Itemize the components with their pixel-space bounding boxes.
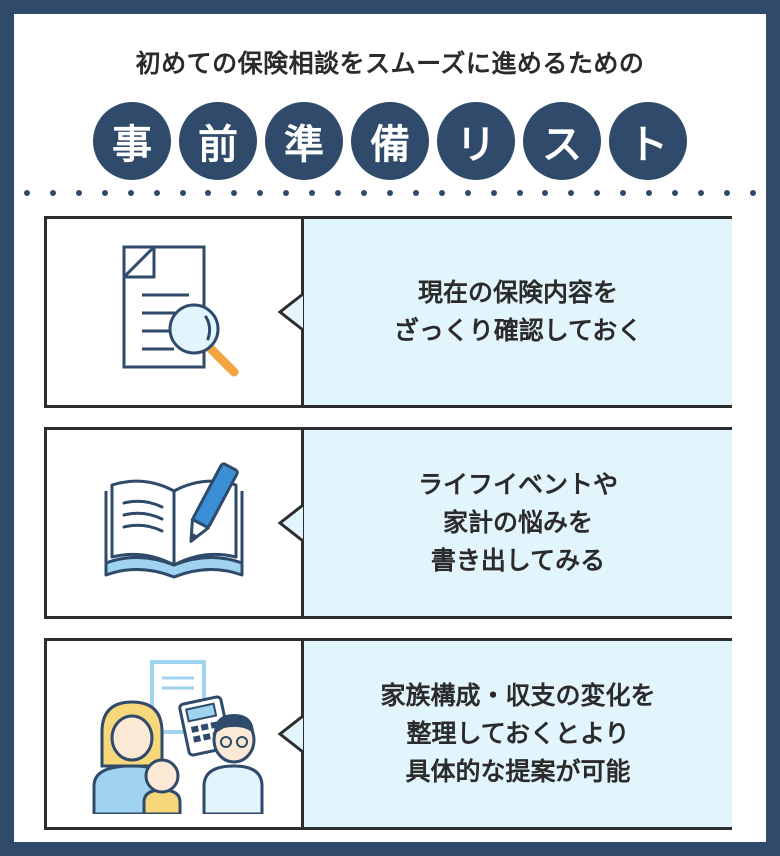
divider-dot [335,190,342,196]
item-2-line-2: 家計の悩みを [442,508,593,537]
speech-pointer [277,505,304,541]
divider-dot [101,190,108,196]
divider-dot [153,190,160,196]
divider-dot [205,190,212,196]
divider-dot [309,190,316,196]
speech-pointer [277,294,304,330]
divider-dot [412,190,419,196]
divider-dot [127,190,134,196]
item-2-line-1: ライフイベントや [417,470,618,499]
title-char-7: ト [609,102,687,180]
title-char-2: 前 [179,102,257,180]
document-magnifier-icon [122,245,239,377]
divider-dot [516,190,523,196]
title-char-5: リ [437,102,515,180]
divider-dot [464,190,471,196]
divider-dot [283,190,290,196]
title-badges: 事 前 準 備 リ ス ト [14,102,766,180]
divider-dot [697,190,704,196]
divider-dot [490,190,497,196]
divider-dot [723,190,730,196]
divider-dot [594,190,601,196]
item-1-line-1: 現在の保険内容を [417,278,618,307]
open-book-pen-icon [104,462,244,579]
divider-dot [179,190,186,196]
subtitle: 初めての保険相談をスムーズに進めるための [135,49,645,78]
checklist-item-3: 家族構成・収支の変化を 整理しておくとより 具体的な提案が可能 [44,638,732,830]
title-char-3: 準 [265,102,343,180]
divider-dot [49,190,56,196]
divider-dot [646,190,653,196]
divider-dot [257,190,264,196]
checklist-item-1: 現在の保険内容を ざっくり確認しておく [44,216,732,408]
poster-frame: 初めての保険相談をスムーズに進めるための 事 前 準 備 リ ス ト 現在の [14,14,766,842]
speech-pointer [277,716,304,752]
divider-dot [749,190,756,196]
divider-dot [386,190,393,196]
divider-dot [620,190,627,196]
divider-dot [75,190,82,196]
divider-dot [568,190,575,196]
divider-dot [672,190,679,196]
divider-dot [24,190,30,196]
dotted-divider [24,189,756,197]
divider-dot [438,190,445,196]
item-3-line-3: 具体的な提案が可能 [405,757,631,786]
checklist-item-2: ライフイベントや 家計の悩みを 書き出してみる [44,427,732,619]
divider-dot [231,190,238,196]
item-3-line-2: 整理しておくとより [406,719,630,748]
item-2-line-3: 書き出してみる [430,546,606,575]
title-char-4: 備 [351,102,429,180]
divider-dot [542,190,549,196]
item-1-line-2: ざっくり確認しておく [393,316,643,345]
divider-dot [360,190,367,196]
title-char-6: ス [523,102,601,180]
family-calculator-icon [92,660,264,814]
title-char-1: 事 [93,102,171,180]
item-3-line-1: 家族構成・収支の変化を [380,681,656,710]
